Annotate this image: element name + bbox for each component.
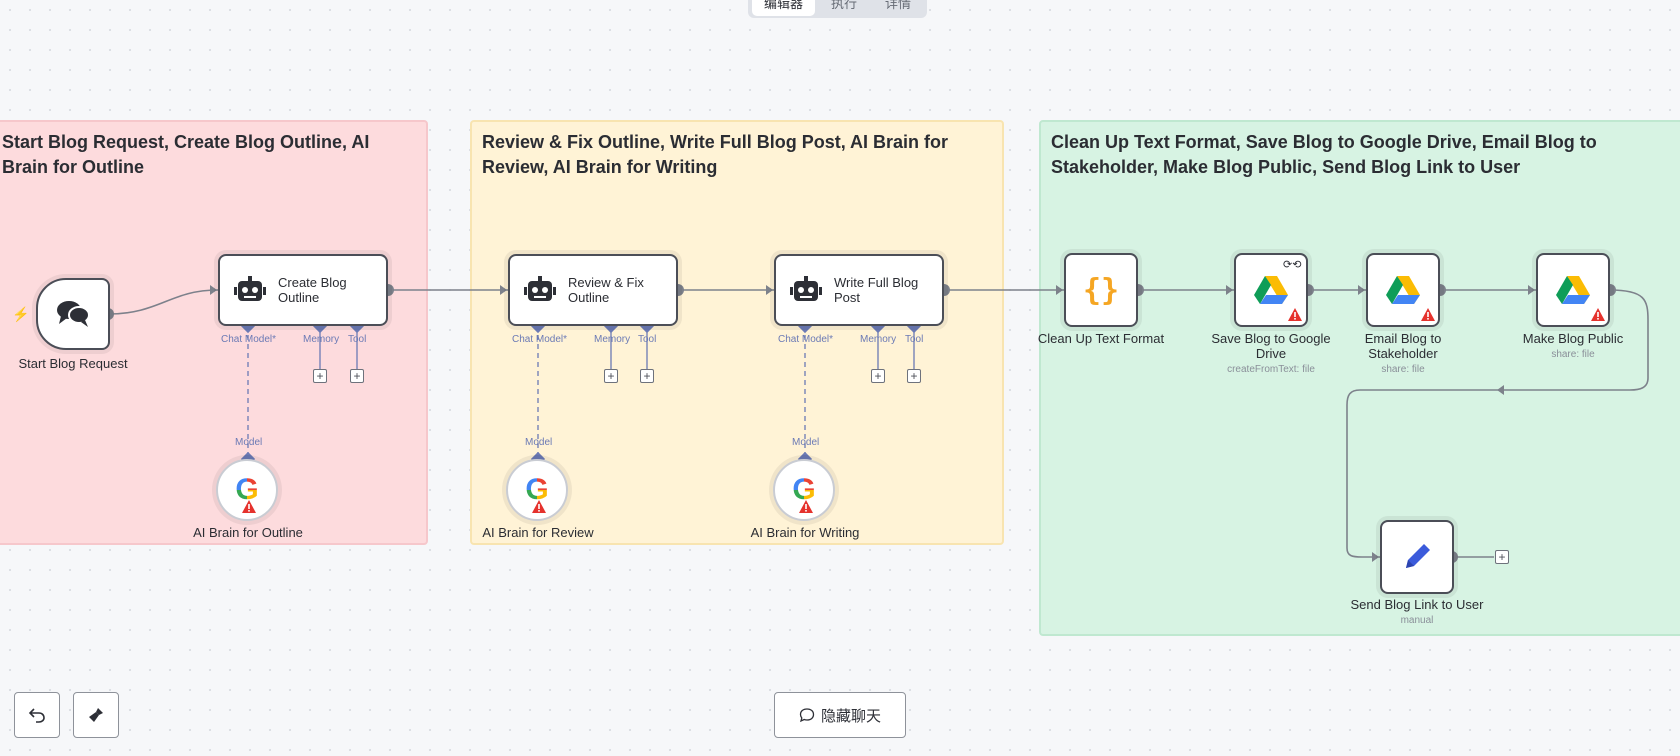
node-label: AI Brain for Writing: [750, 525, 860, 540]
node-label: Send Blog Link to User: [1350, 597, 1484, 612]
hide-chat-button[interactable]: 隐藏聊天: [774, 692, 906, 738]
add-tool-button[interactable]: +: [640, 369, 654, 383]
undo-icon: [28, 708, 45, 723]
port-label-memory: Memory: [860, 334, 897, 345]
node-label: Make Blog Public: [1522, 331, 1624, 346]
sticky-title: Start Blog Request, Create Blog Outline,…: [2, 132, 370, 177]
add-memory-button[interactable]: +: [313, 369, 327, 383]
port-label-model: Model: [525, 437, 553, 448]
node-subtitle: share: file: [1551, 349, 1595, 360]
google-g-icon: G: [235, 473, 259, 506]
node-label: Start Blog Request: [18, 356, 128, 371]
connection-start-outline: [107, 289, 219, 315]
tab-executions[interactable]: 执行: [831, 0, 858, 11]
node-write-full-blog-post[interactable]: Write Full Blog Post: [774, 254, 944, 326]
pencil-icon: [1406, 544, 1430, 568]
port-label-chat-model: Chat Model*: [778, 334, 834, 345]
add-tool-button[interactable]: +: [350, 369, 364, 383]
node-clean-up-text-format[interactable]: {}: [1064, 253, 1138, 327]
add-memory-button[interactable]: +: [604, 369, 618, 383]
node-label: AI Brain for Review: [482, 525, 594, 540]
node-subtitle: manual: [1400, 615, 1434, 626]
sticky-title: Clean Up Text Format, Save Blog to Googl…: [1051, 132, 1597, 177]
warning-icon: [242, 500, 256, 513]
broom-icon: [89, 708, 103, 722]
view-tabs: 编辑器 执行 详情: [748, 0, 928, 18]
port-label-model: Model: [792, 437, 820, 448]
code-braces-icon: {}: [1082, 272, 1120, 308]
node-label: AI Brain for Outline: [193, 525, 303, 540]
node-label: Clean Up Text Format: [1037, 331, 1165, 346]
node-label: Review & Fix Outline: [568, 275, 644, 305]
sticky-title: Review & Fix Outline, Write Full Blog Po…: [482, 132, 949, 177]
google-drive-icon: [1556, 276, 1590, 304]
trigger-bolt-icon: ⚡: [12, 306, 30, 322]
add-next-node-button[interactable]: +: [1495, 550, 1509, 564]
warning-icon: [799, 500, 813, 513]
port-label-tool: Tool: [905, 334, 924, 345]
node-label: Save Blog to Google Drive: [1211, 331, 1331, 361]
port-label-tool: Tool: [348, 334, 367, 345]
robot-icon: [234, 276, 266, 301]
node-label: Email Blog to Stakeholder: [1364, 331, 1442, 361]
connection-public-send: [1346, 289, 1649, 558]
tidy-up-button[interactable]: [73, 692, 119, 738]
warning-icon: [532, 500, 546, 513]
port-label-model: Model: [235, 437, 263, 448]
node-start-blog-request[interactable]: [36, 278, 110, 350]
google-drive-icon: [1254, 276, 1288, 304]
google-g-icon: G: [525, 473, 549, 506]
add-memory-button[interactable]: +: [871, 369, 885, 383]
warning-icon: [1421, 308, 1435, 321]
node-ai-brain-review[interactable]: G: [506, 459, 568, 521]
retry-loop-icon: ⟳⟲: [1283, 259, 1302, 271]
port-label-memory: Memory: [303, 334, 340, 345]
google-g-icon: G: [792, 473, 816, 506]
tab-editor[interactable]: 编辑器: [752, 0, 816, 16]
tab-details[interactable]: 详情: [885, 0, 912, 11]
node-label: Write Full Blog Post: [834, 275, 919, 305]
google-drive-icon: [1386, 276, 1420, 304]
node-send-blog-link[interactable]: [1380, 520, 1454, 594]
node-subtitle: createFromText: file: [1227, 364, 1315, 375]
undo-button[interactable]: [14, 692, 60, 738]
port-label-memory: Memory: [594, 334, 631, 345]
hide-chat-label: 隐藏聊天: [820, 707, 881, 725]
chat-bubble-icon: [799, 708, 815, 723]
add-tool-button[interactable]: +: [907, 369, 921, 383]
sticky-note-publish-group[interactable]: Clean Up Text Format, Save Blog to Googl…: [1039, 120, 1680, 636]
warning-icon: [1288, 308, 1302, 321]
node-subtitle: share: file: [1381, 364, 1425, 375]
robot-icon: [790, 276, 822, 301]
warning-icon: [1591, 308, 1605, 321]
node-create-blog-outline[interactable]: Create Blog Outline: [218, 254, 388, 326]
node-review-fix-outline[interactable]: Review & Fix Outline: [508, 254, 678, 326]
port-label-chat-model: Chat Model*: [512, 334, 568, 345]
chat-bubbles-icon: [57, 301, 90, 327]
robot-icon: [524, 276, 556, 301]
node-label: Create Blog Outline: [278, 275, 347, 305]
port-label-chat-model: Chat Model*: [221, 334, 277, 345]
port-label-tool: Tool: [638, 334, 657, 345]
